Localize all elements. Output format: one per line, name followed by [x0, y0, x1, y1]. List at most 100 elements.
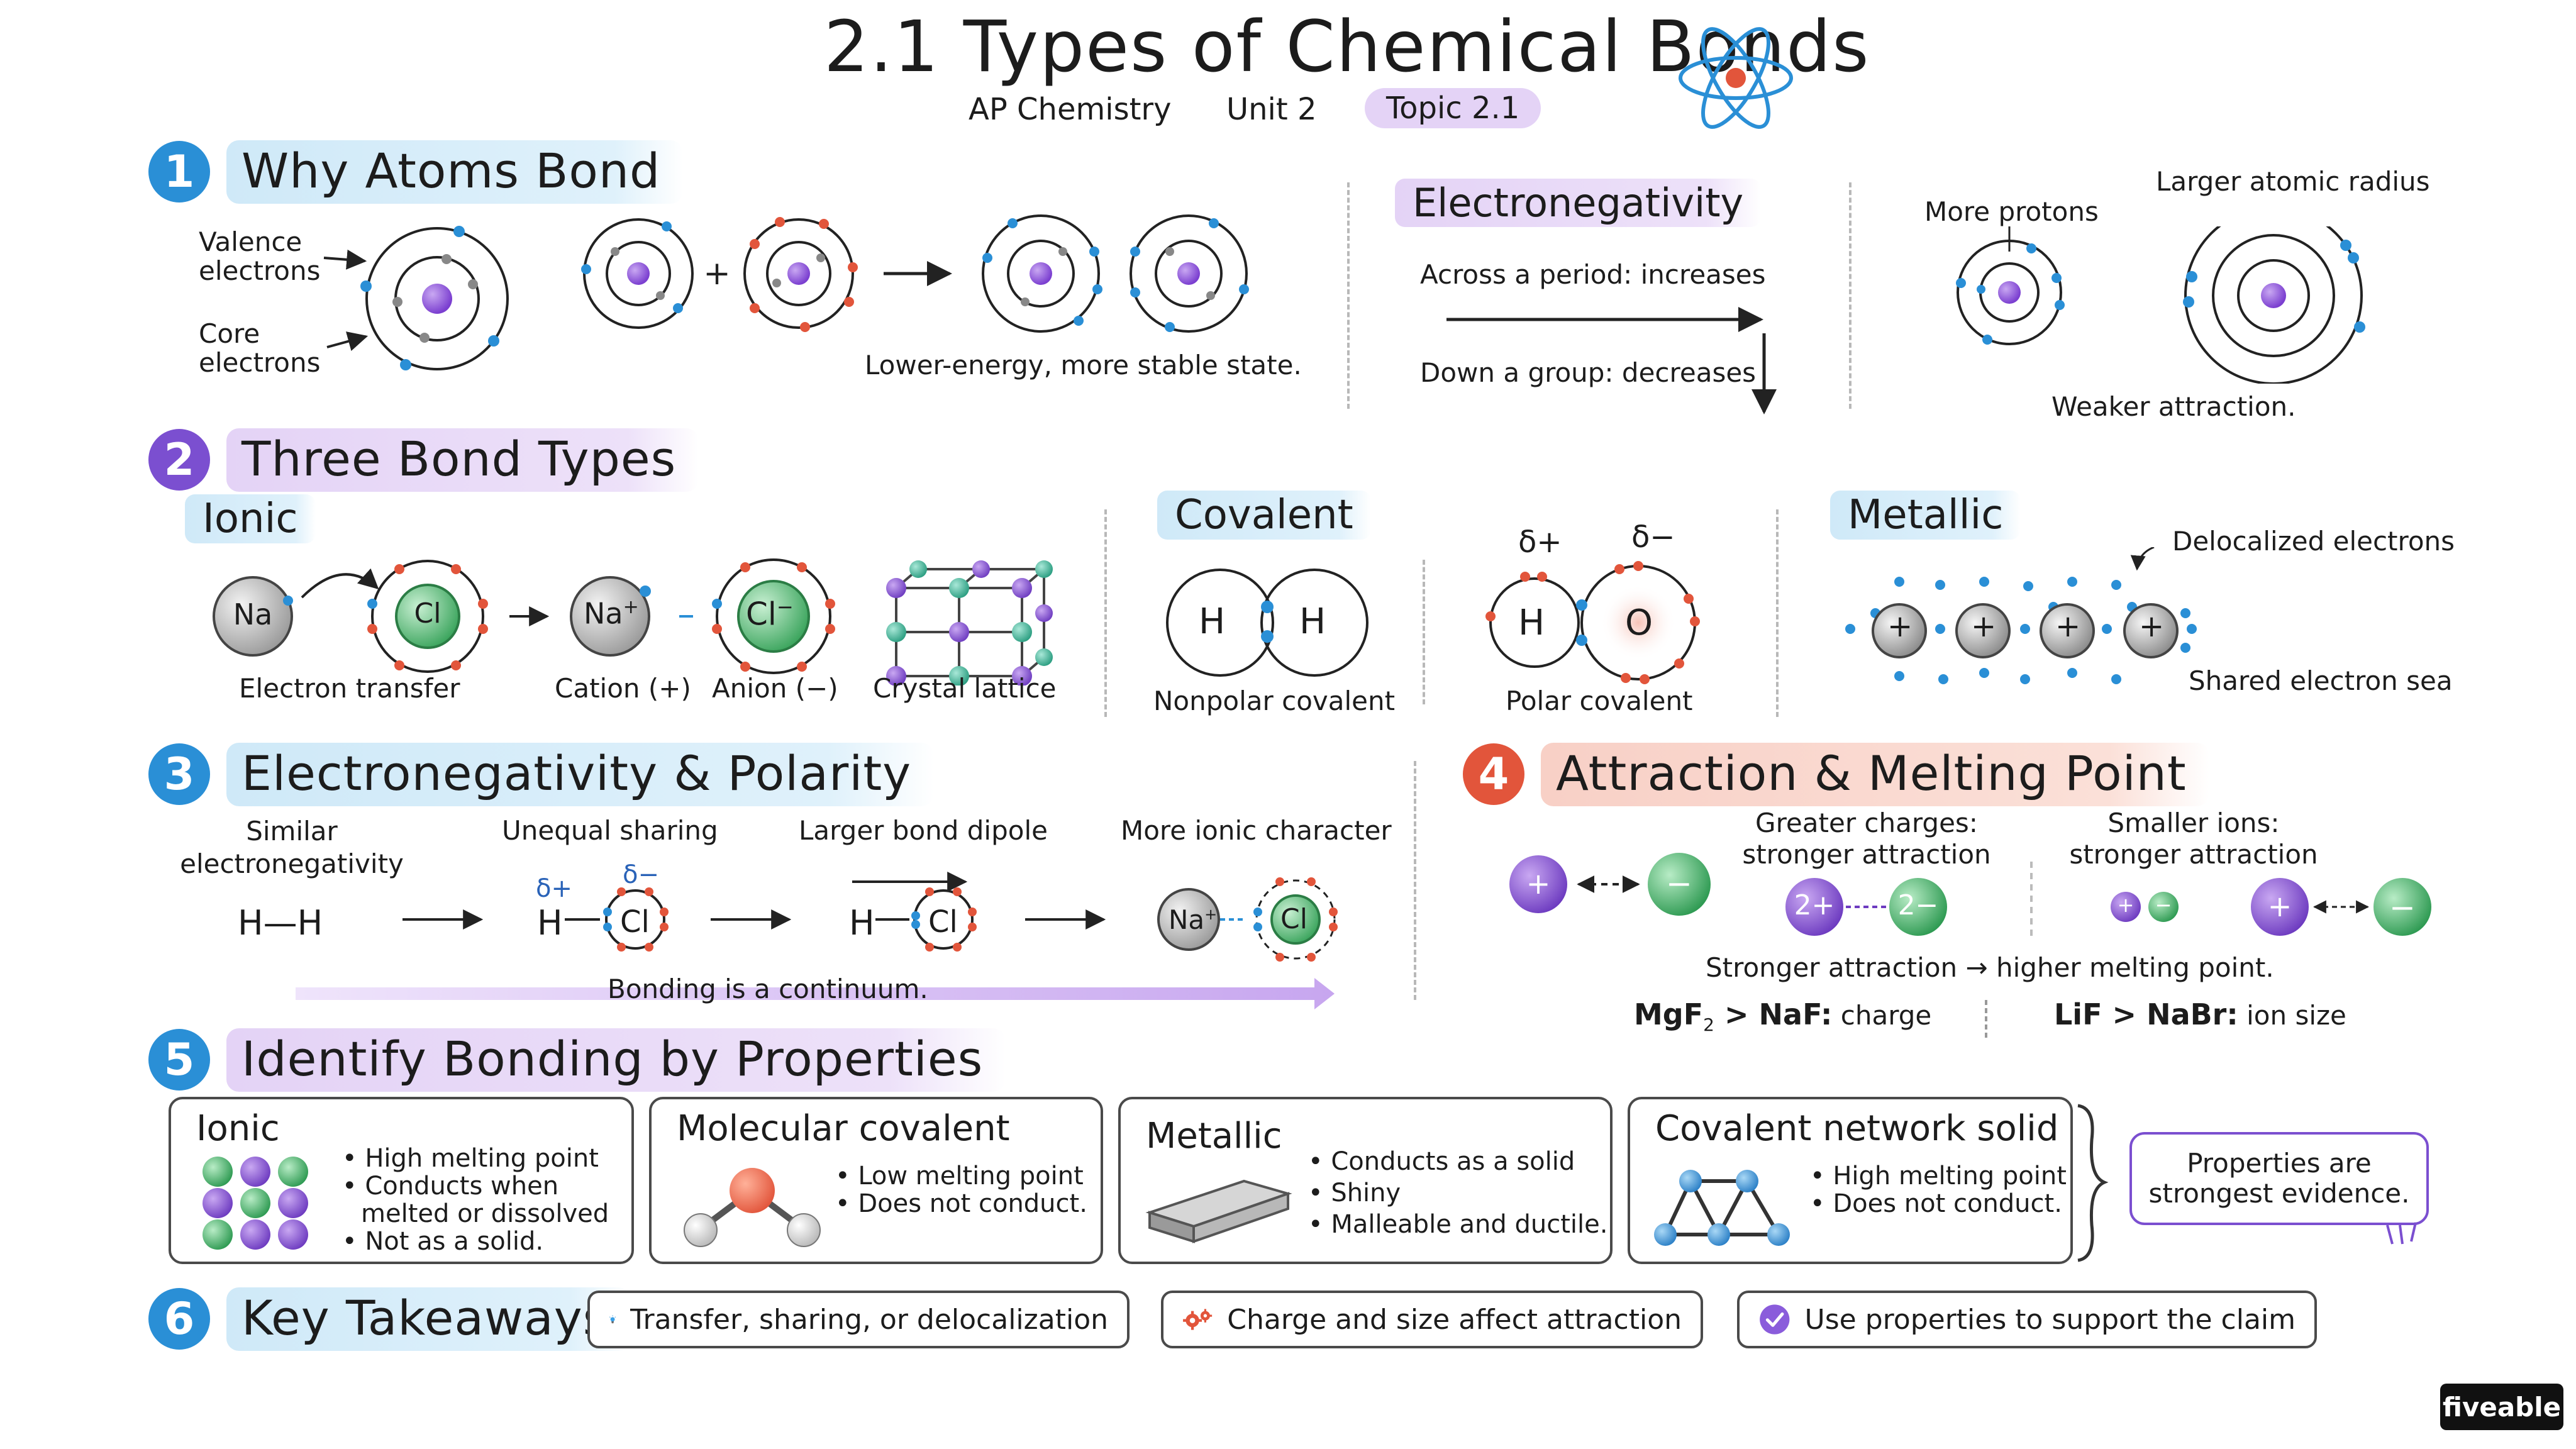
property-list: Low melting point Does not conduct.: [835, 1162, 1087, 1218]
section-number: 5: [148, 1029, 210, 1091]
large-anion-charge: −: [2389, 889, 2416, 926]
covalent-label: Covalent: [1157, 491, 1371, 540]
polarity-continuum-diagram: [296, 872, 1338, 1009]
metal-ion-charge: +: [1887, 609, 1913, 644]
section-number: 4: [1463, 743, 1524, 805]
core-electrons-label: Core electrons: [199, 318, 321, 378]
electron-transfer-label: Electron transfer: [239, 673, 460, 704]
down-group-text: Down a group: decreases: [1420, 357, 1757, 388]
card-title: Metallic: [1146, 1116, 1282, 1157]
anion-charge: −: [1666, 865, 1692, 902]
section-number: 6: [148, 1288, 210, 1350]
bond-line: [565, 918, 600, 921]
delta-minus-label: δ−: [623, 860, 659, 889]
electronegativity-label: Electronegativity: [1395, 179, 1762, 227]
section-6-header: 6 Key Takeaways: [148, 1284, 631, 1353]
section-title: Three Bond Types: [226, 428, 699, 492]
divider: [1849, 182, 1852, 409]
nonpolar-covalent-diagram: [1166, 569, 1368, 677]
delta-minus-label: δ−: [1631, 519, 1675, 555]
section-number: 3: [148, 743, 210, 805]
section-2-header: 2 Three Bond Types: [148, 425, 699, 494]
property-list: High melting point Conducts when melted …: [342, 1145, 609, 1255]
metal-ion-charge: +: [2055, 609, 2081, 644]
larger-radius-label: Larger atomic radius: [2156, 166, 2430, 197]
emphasis-marks: [2386, 1222, 2417, 1245]
small-anion-charge: −: [2155, 893, 2172, 917]
h-h-formula: H—H: [238, 903, 323, 943]
course-label: AP Chemistry: [969, 92, 1172, 127]
takeaway-item: Transfer, sharing, or delocalization: [587, 1291, 1130, 1348]
section-1-header: 1 Why Atoms Bond: [148, 137, 684, 206]
cl-ion-label: Cl−: [746, 595, 794, 633]
network-solid-icon: [1654, 1170, 1790, 1246]
delta-plus-label: δ+: [536, 874, 572, 903]
na-ion: Na+: [1169, 904, 1218, 935]
ionic-bond-diagram: [213, 558, 1053, 686]
cation-charge: +: [1526, 867, 1551, 901]
section-title: Key Takeaways: [226, 1287, 631, 1351]
metal-ion-charge: +: [2139, 609, 2165, 644]
bond-line: [875, 918, 909, 921]
card-title: Covalent network solid: [1655, 1108, 2059, 1149]
delocalized-electrons-label: Delocalized electrons: [2172, 526, 2455, 557]
section-title: Identify Bonding by Properties: [226, 1028, 1006, 1092]
h-atom: H: [1518, 602, 1545, 643]
atom-icon: [1679, 27, 1793, 129]
covalent-network-card: Covalent network solid High melting poin…: [1628, 1097, 2073, 1264]
ionic-properties-card: Ionic High melting point Conducts when m…: [169, 1097, 634, 1264]
large-cation-charge: +: [2267, 889, 2292, 923]
h-atom-right: H: [1299, 601, 1326, 642]
divider: [1347, 182, 1350, 409]
h-atom: H: [849, 903, 875, 943]
unequal-sharing-label: Unequal sharing: [502, 815, 718, 846]
more-ionic-label: More ionic character: [1121, 815, 1392, 846]
anion-label: Anion (−): [712, 673, 838, 704]
polar-covalent-diagram: [1485, 561, 1700, 684]
section-title: Why Atoms Bond: [226, 140, 684, 204]
mgf2-example: MgF2 > NaF: charge: [1634, 997, 1932, 1036]
card-title: Molecular covalent: [677, 1108, 1010, 1149]
greater-charges-label: Greater charges: stronger attraction: [1742, 808, 1991, 870]
cation-label: Cation (+): [555, 673, 691, 704]
takeaway-item: Use properties to support the claim: [1737, 1291, 2317, 1348]
anion-2minus: 2−: [1897, 889, 1939, 921]
water-molecule-icon: [684, 1168, 821, 1247]
larger-dipole-label: Larger bond dipole: [799, 815, 1048, 846]
o-atom: O: [1625, 602, 1653, 643]
lightbulb-icon: [609, 1315, 616, 1324]
section-number: 2: [148, 429, 210, 491]
takeaway-text: Transfer, sharing, or delocalization: [630, 1303, 1108, 1336]
properties-evidence-note: Properties are strongest evidence.: [2129, 1132, 2429, 1225]
property-list: High melting point Does not conduct.: [1810, 1162, 2067, 1218]
h-atom-left: H: [1199, 601, 1226, 642]
section-title: Attraction & Melting Point: [1541, 742, 2209, 806]
cl-atom: Cl: [928, 904, 958, 940]
atomic-size-diagram: [1956, 226, 2365, 384]
takeaway-item: Charge and size affect attraction: [1161, 1291, 1703, 1348]
ionic-lattice-icon: [203, 1157, 308, 1250]
divider: [1104, 509, 1107, 717]
metal-bar-icon: [1145, 1179, 1292, 1243]
section-5-header: 5 Identify Bonding by Properties: [148, 1025, 1006, 1094]
divider: [1776, 509, 1779, 717]
section-3-header: 3 Electronegativity & Polarity: [148, 740, 935, 809]
na-ion-label: Na+: [584, 596, 639, 631]
divider: [1985, 1000, 1987, 1038]
polar-covalent-label: Polar covalent: [1506, 686, 1693, 716]
metallic-label: Metallic: [1830, 491, 2021, 540]
page-title: 2.1 Types of Chemical Bonds: [824, 6, 1870, 88]
na-atom-label: Na: [233, 597, 273, 631]
card-title: Ionic: [196, 1108, 280, 1149]
cation-2plus: 2+: [1794, 889, 1835, 921]
melting-point-conclusion: Stronger attraction → higher melting poi…: [1706, 952, 2274, 983]
topic-badge: Topic 2.1: [1365, 88, 1541, 128]
stable-state-caption: Lower-energy, more stable state.: [865, 350, 1302, 380]
gears-icon: [1183, 1309, 1213, 1330]
valence-electrons-label: Valence electrons: [199, 226, 321, 286]
electron-sea-label: Shared electron sea: [2189, 665, 2453, 696]
section-title: Electronegativity & Polarity: [226, 742, 935, 806]
smaller-ions-label: Smaller ions: stronger attraction: [2069, 808, 2318, 870]
takeaway-text: Use properties to support the claim: [1804, 1303, 2296, 1336]
unit-label: Unit 2: [1226, 92, 1317, 127]
